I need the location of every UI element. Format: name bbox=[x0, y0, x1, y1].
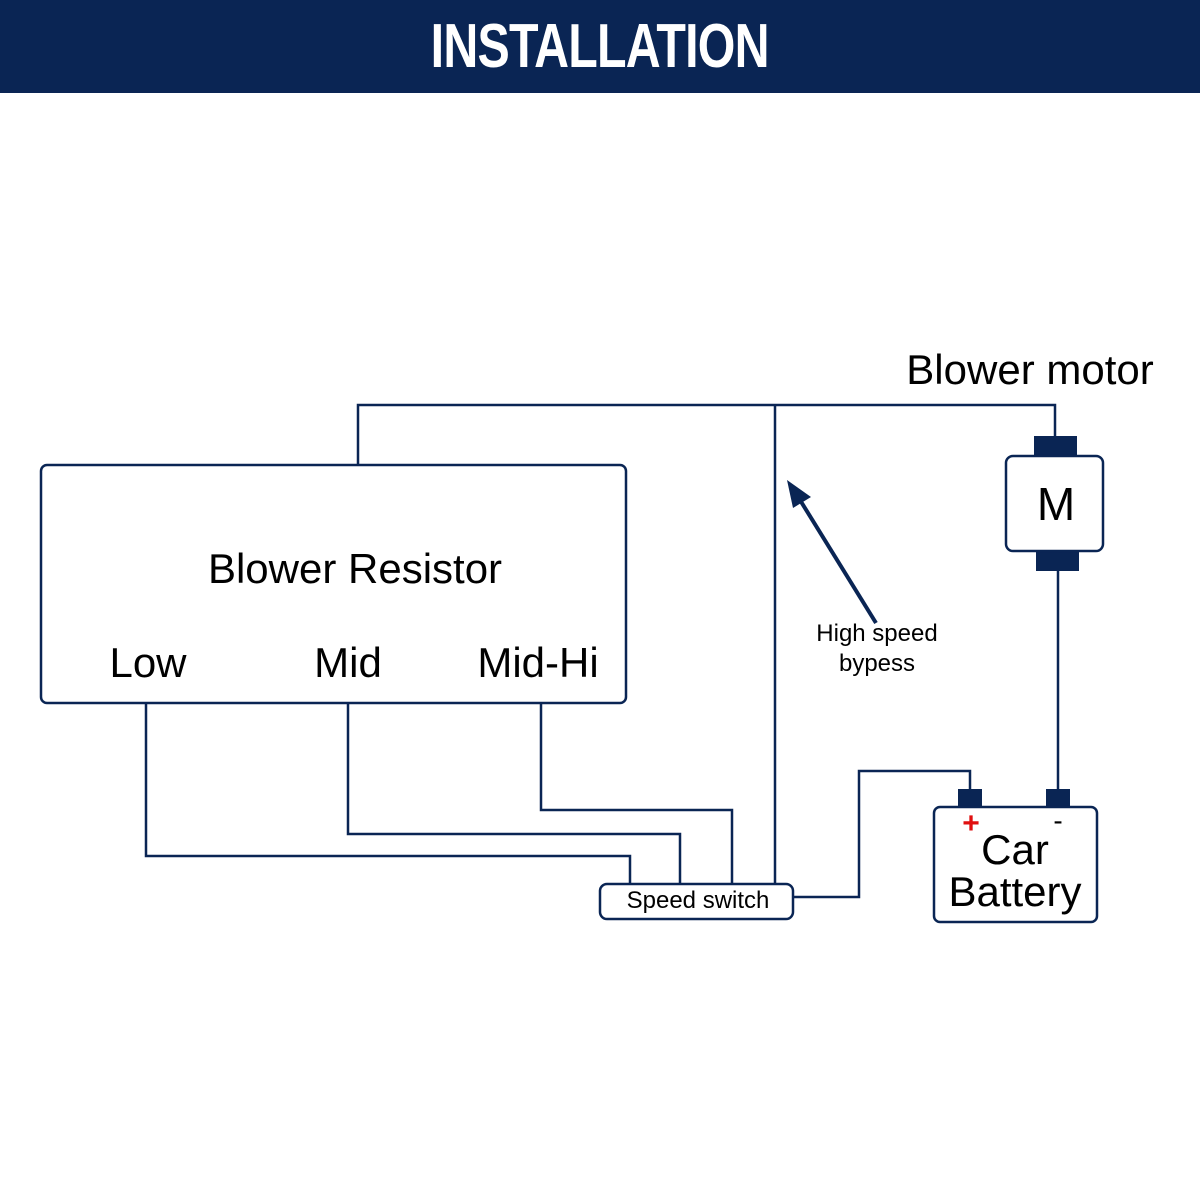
battery-negative-sign: - bbox=[1053, 805, 1062, 836]
terminal-mid-hi-label: Mid-Hi bbox=[477, 639, 598, 686]
motor-top-terminal bbox=[1034, 436, 1077, 456]
wire-mid-hi bbox=[539, 704, 734, 884]
bypass-annotation-line1: High speed bbox=[816, 620, 937, 647]
motor-symbol: M bbox=[1037, 478, 1075, 530]
header-title: INSTALLATION bbox=[430, 11, 770, 81]
speed-switch-box bbox=[598, 882, 795, 921]
blower-resistor-title: Blower Resistor bbox=[208, 545, 502, 592]
wire-low bbox=[144, 704, 632, 884]
car-battery-box bbox=[932, 805, 1099, 924]
battery-positive-sign: + bbox=[962, 807, 980, 840]
bypass-arrow-icon bbox=[787, 480, 878, 625]
speed-switch-label: Speed switch bbox=[627, 887, 770, 914]
battery-label-line1: Car bbox=[981, 826, 1049, 873]
blower-resistor-box bbox=[39, 463, 628, 705]
wire-mid bbox=[346, 704, 682, 884]
blower-motor-label: Blower motor bbox=[906, 346, 1153, 393]
blower-motor-box bbox=[1004, 454, 1105, 553]
header-banner: INSTALLATION bbox=[0, 0, 1200, 93]
battery-label-line2: Battery bbox=[948, 868, 1081, 915]
wire-switch-to-battery-positive bbox=[793, 769, 972, 899]
terminal-low-label: Low bbox=[109, 639, 187, 686]
battery-negative-terminal bbox=[1046, 789, 1070, 808]
battery-positive-terminal bbox=[958, 789, 982, 808]
wire-resistor-to-motor bbox=[356, 403, 1057, 465]
bypass-annotation-line2: bypess bbox=[839, 650, 915, 677]
wires bbox=[144, 403, 1060, 899]
terminal-mid-label: Mid bbox=[314, 639, 382, 686]
motor-bottom-terminal bbox=[1036, 551, 1079, 571]
